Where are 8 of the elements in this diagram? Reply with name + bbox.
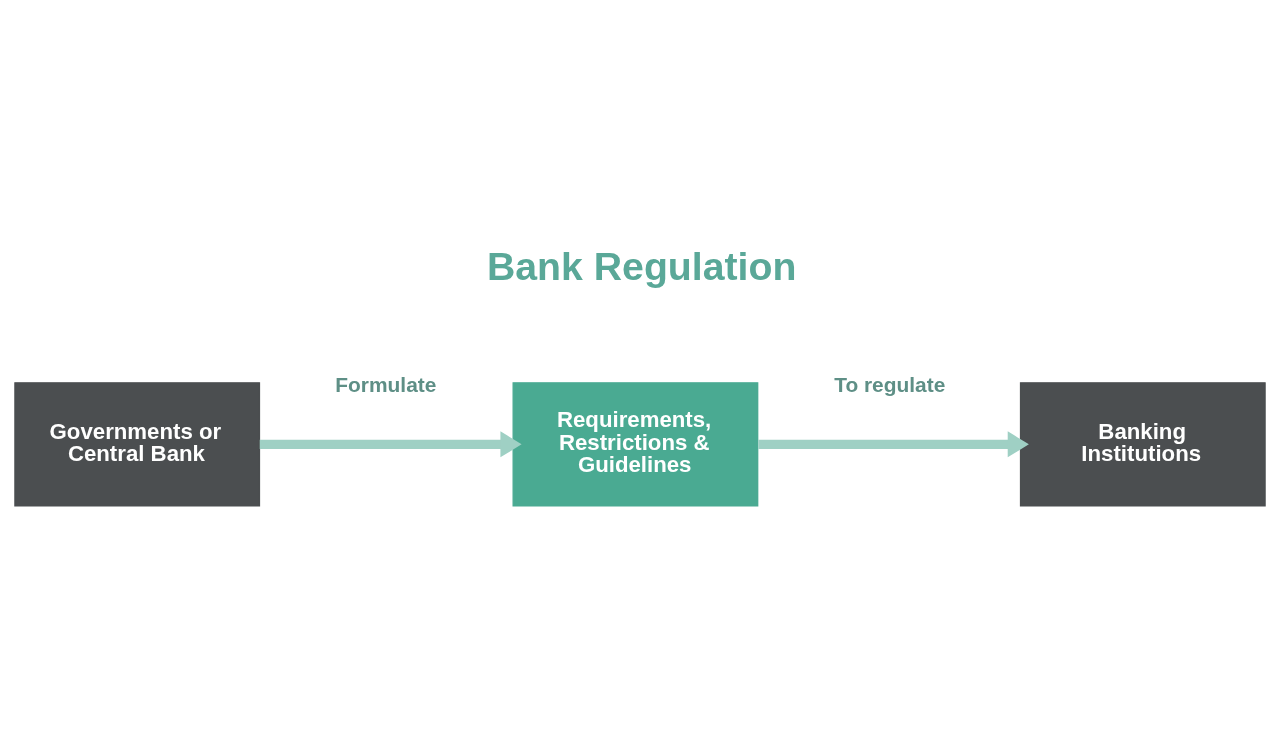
diagram-title: Bank Regulation bbox=[487, 244, 797, 289]
edge-label: Formulate bbox=[335, 372, 437, 396]
node-box: Governments or Central Bank bbox=[14, 382, 261, 507]
arrow bbox=[758, 431, 1029, 458]
node-box: Banking Institutions bbox=[1019, 382, 1266, 507]
edge-label: To regulate bbox=[834, 372, 946, 396]
node-box: Requirements, Restrictions & Guidelines bbox=[512, 382, 759, 507]
arrow bbox=[259, 431, 522, 458]
